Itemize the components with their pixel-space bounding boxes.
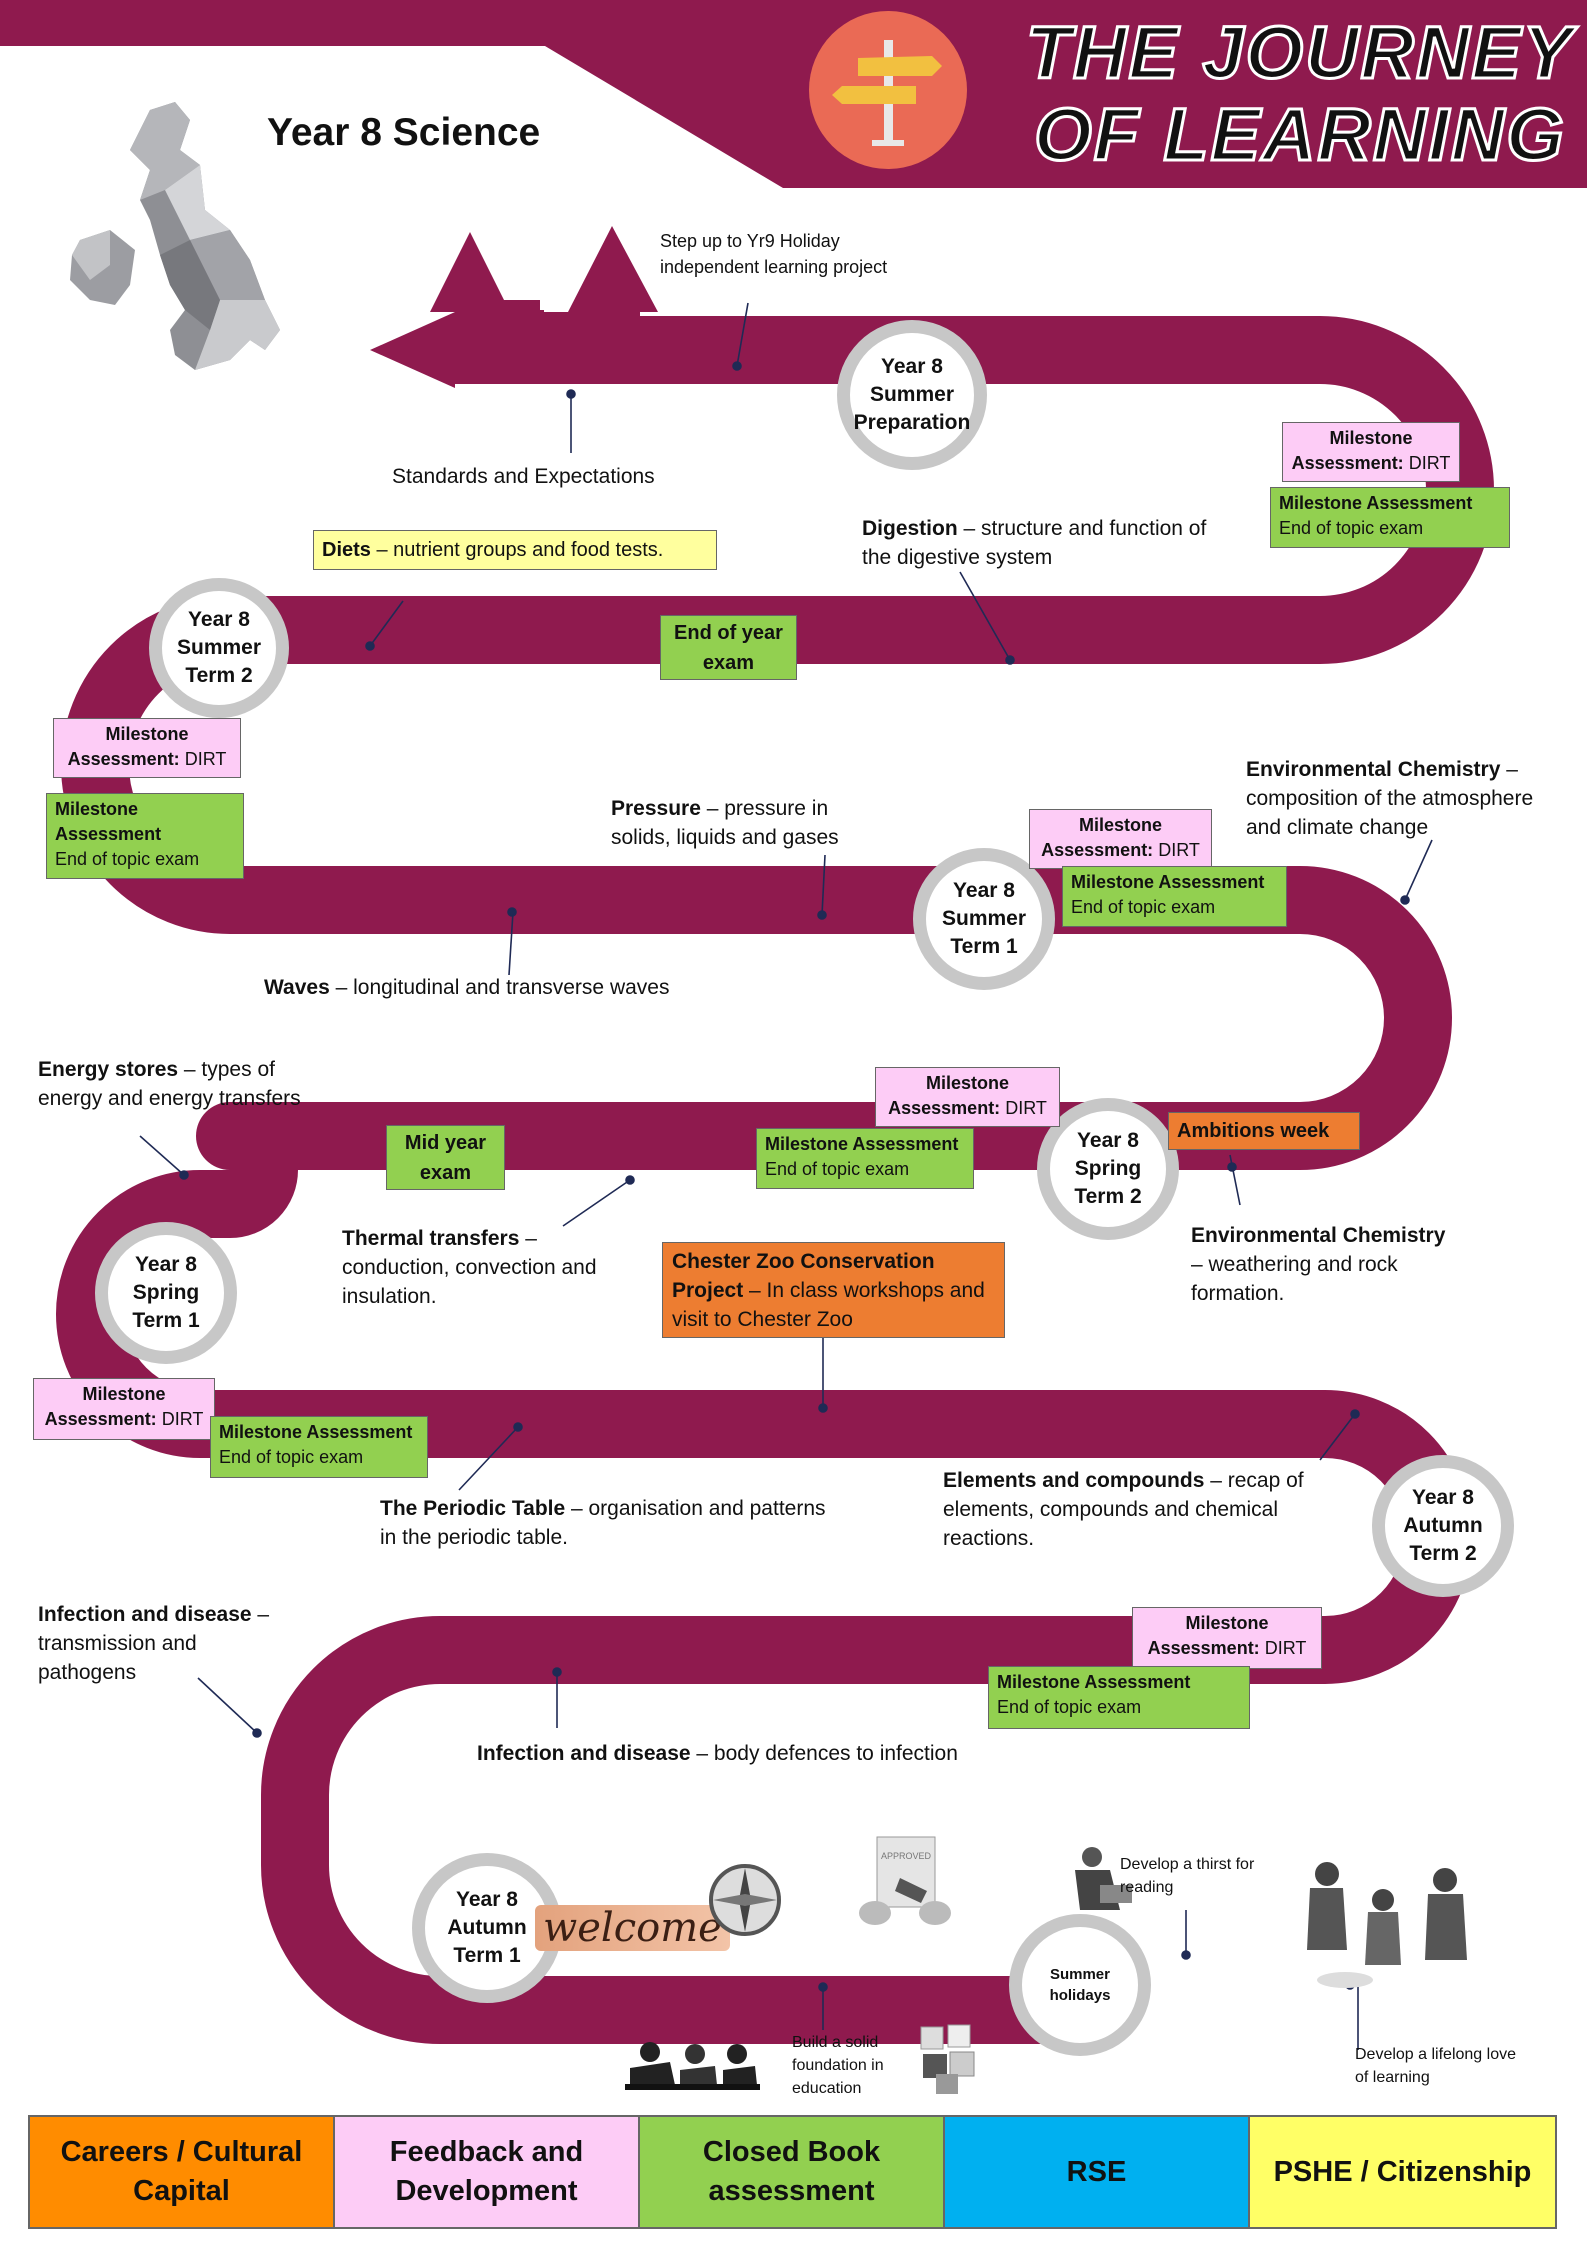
- thermal-transfers-label: Thermal transfers – conduction, convecti…: [342, 1227, 597, 1308]
- students-silhouette-icon: [625, 2042, 760, 2090]
- title-line-1: THE JOURNEY: [1024, 10, 1575, 95]
- title-line-2: OF LEARNING: [1033, 92, 1566, 177]
- digestion-label: Digestion – structure and function of th…: [862, 517, 1207, 569]
- road-arrowhead: [370, 312, 455, 388]
- elements-compounds-label: Elements and compounds – recap of elemen…: [943, 1469, 1304, 1550]
- signpost-icon: [809, 11, 967, 169]
- reading-person-icon: [1075, 1847, 1132, 1910]
- stamp-text: APPROVED: [881, 1851, 932, 1861]
- env-chem-rock-label: Environmental Chemistry – weathering and…: [1191, 1224, 1446, 1305]
- arrow-shafts: [455, 312, 640, 352]
- welcome-sign: welcome: [535, 1905, 730, 1951]
- uk-map-icon: [70, 102, 280, 370]
- approved-stamp-icon: APPROVED: [859, 1836, 951, 1925]
- waves-label: Waves – longitudinal and transverse wave…: [264, 976, 670, 999]
- compass-icon: [709, 1864, 781, 1936]
- journey-title: THE JOURNEY OF LEARNING: [1020, 10, 1580, 177]
- infection-transmission-label: Infection and disease – transmission and…: [38, 1603, 270, 1684]
- header-banner: [0, 0, 1587, 188]
- ambitions-week: Ambitions week: [1168, 1112, 1360, 1150]
- standards-label: Standards and Expectations: [392, 465, 655, 488]
- pressure-label: Pressure – pressure in solids, liquids a…: [611, 797, 839, 849]
- walking-people-icon: [1307, 1862, 1467, 1988]
- legend-rse: RSE: [943, 2115, 1250, 2229]
- diets-topic: Diets – nutrient groups and food tests.: [313, 530, 717, 570]
- env-chem-atmosphere-label: Environmental Chemistry – composition of…: [1246, 758, 1534, 839]
- chester-zoo-project: Chester Zoo Conservation Project – In cl…: [662, 1242, 1005, 1338]
- infection-defences-label: Infection and disease – body defences to…: [477, 1742, 958, 1765]
- energy-stores-label: Energy stores – types of energy and ener…: [38, 1058, 301, 1110]
- blocks-icon: [920, 2024, 975, 2094]
- subject-title: Year 8 Science: [267, 111, 541, 154]
- legend-pshe: PSHE / Citizenship: [1248, 2115, 1557, 2229]
- periodic-table-label: The Periodic Table – organisation and pa…: [380, 1497, 826, 1549]
